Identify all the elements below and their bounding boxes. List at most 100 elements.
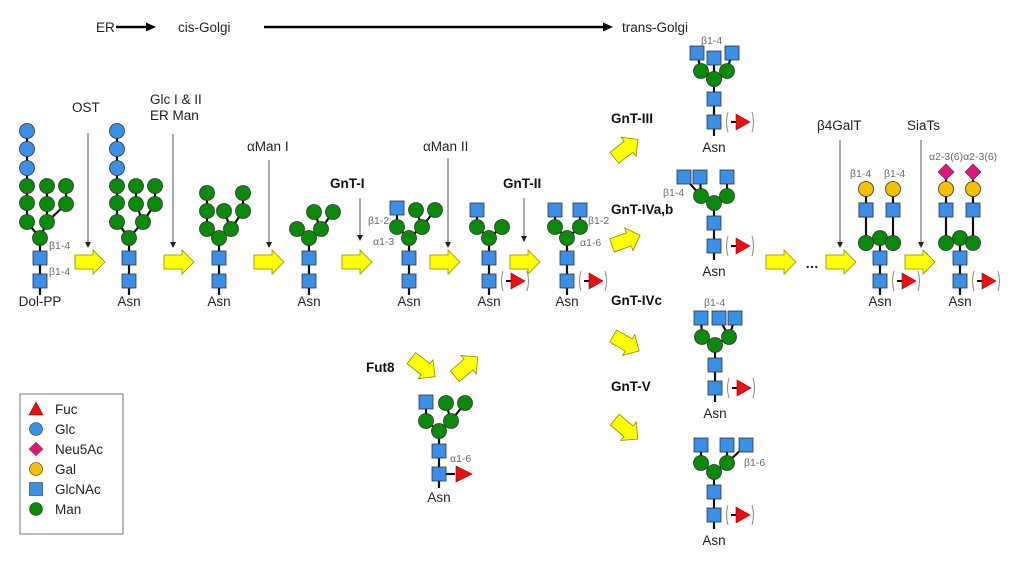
circle-icon [29,422,43,436]
linkage-label: α2-3(6)α2-3(6) [929,151,997,163]
reaction-arrow [765,249,797,275]
gal-residue [885,181,901,197]
man-residue [858,235,874,251]
man-residue [19,195,35,211]
glcnac-residue [858,202,874,218]
glc-residue [109,141,125,157]
optional-core-fucose [892,270,920,292]
glcnac-residue [719,169,735,185]
enzyme-pointer-head [357,235,363,241]
glcnac-residue [711,310,727,326]
glcnac-residue [707,380,723,396]
glcnac-residue [121,273,137,289]
neu5ac-residue [937,163,955,181]
glc-residue [19,160,35,176]
glcnac-residue [401,273,417,289]
anchor-label: Asn [702,140,725,155]
glcnac-residue [389,200,405,216]
legend-label: GlcNAc [55,482,101,497]
optional-core-fucose [727,377,755,399]
man-residue [706,464,722,480]
glcnac-residue [559,273,575,289]
enzyme-label-b4galt: β4GalT [817,118,862,133]
linkage-label: β1-4 [850,168,871,180]
glcnac-residue [301,273,317,289]
optional-core-fucose [726,111,754,133]
glcnac-residue [706,484,722,500]
man-residue [147,178,163,194]
man-residue [306,204,322,220]
enzyme-label-gnt5: GnT-V [611,379,651,394]
linkage-label: β1-4 [704,297,725,309]
man-residue [389,219,405,235]
reaction-arrow [609,136,639,164]
bracket-right [604,270,607,292]
enzyme-label-gnt4c: GnT-IVc [611,293,662,308]
glcnac-residue [431,443,447,459]
glc-residue [19,141,35,157]
man-residue [706,71,722,87]
er-to-cis-arrowhead [146,22,156,32]
man-residue [694,329,710,345]
man-residue [128,178,144,194]
legend-item-neu5ac: Neu5Ac [28,441,103,457]
man-residue [443,413,459,429]
man-residue [235,203,251,219]
square-icon [29,482,43,496]
bracket-left [726,235,729,257]
man-residue [121,230,137,246]
enzyme-label-glc-ermnan-line2: ER Man [150,108,199,123]
bracket-left [501,270,504,292]
glcnac-residue [724,45,740,61]
man-residue [469,219,485,235]
man-residue [128,196,144,212]
linkage-label: β1-4 [701,35,722,47]
linkage-label: β1-6 [744,457,765,469]
enzyme-label-siats: SiaTs [907,118,940,133]
gal-residue [965,181,981,197]
optional-core-fucose [972,270,1000,292]
fuc-residue [735,113,751,131]
optional-core-fucose [726,504,754,526]
bracket-right [751,111,754,133]
glcnac-residue [693,310,709,326]
man-residue [721,329,737,345]
glcnac-residue [706,114,722,130]
man-residue [431,423,447,439]
fuc-residue [981,272,997,290]
linkage-label: β1-4 [663,187,684,199]
er-label: ER [96,20,115,35]
fuc-residue [455,465,473,483]
bracket-right [526,270,529,292]
circle-icon [29,462,43,476]
linkage-label: β1-4 [49,266,70,278]
glcnac-residue [547,202,563,218]
glcnac-residue [211,273,227,289]
bracket-left [726,504,729,526]
bracket-right [751,504,754,526]
glcnac-residue [885,202,901,218]
anchor-label: Asn [297,294,320,309]
man-residue [147,196,163,212]
fuc-residue [901,272,917,290]
anchor-label: Asn [397,294,420,309]
glcnac-residue [706,215,722,231]
man-residue [313,221,329,237]
glc-residue [109,160,125,176]
fuc-residue [735,506,751,524]
enzyme-pointer-head [445,242,451,248]
bracket-left [972,270,975,292]
enzyme-pointer-head [170,242,176,248]
glcnac-residue [738,437,754,453]
enzyme-pointer-head [266,242,272,248]
glcnac-residue [706,238,722,254]
man-residue [938,235,954,251]
glcnac-residue [872,273,888,289]
man-residue [19,178,35,194]
glcnac-residue [121,250,137,266]
bracket-right [997,270,1000,292]
man-residue [223,221,239,237]
anchor-label: Asn [948,294,971,309]
man-residue [301,230,317,246]
